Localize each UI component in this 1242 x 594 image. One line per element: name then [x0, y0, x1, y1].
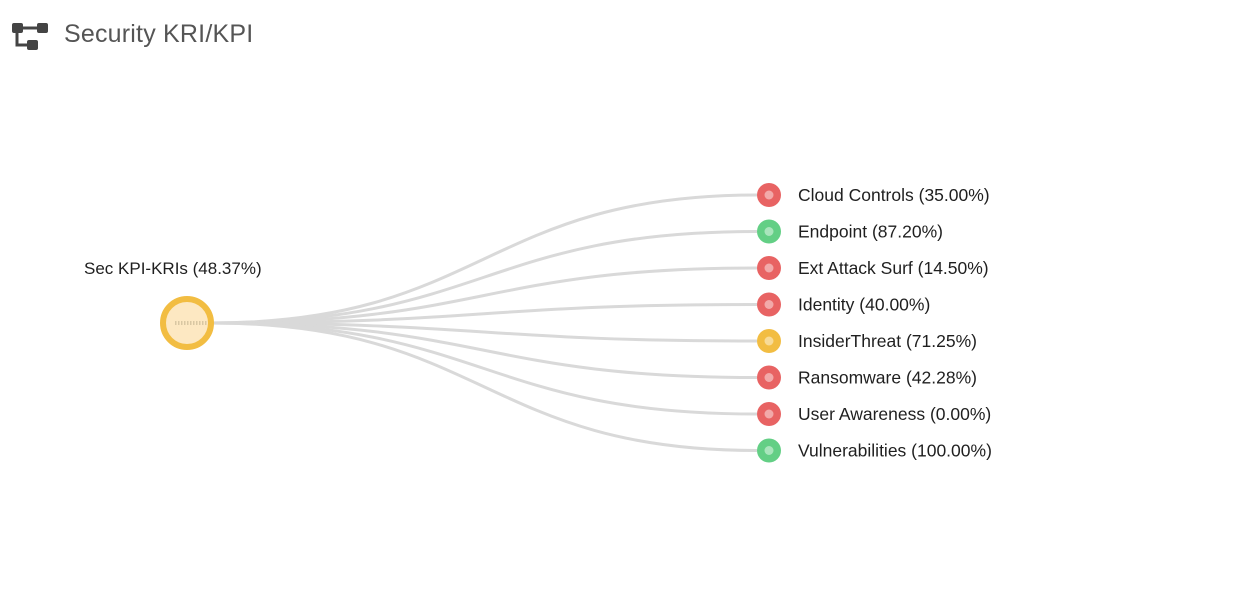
leaf-node-label: Ext Attack Surf (14.50%) [798, 258, 989, 278]
leaf-node-circle[interactable] [757, 256, 781, 280]
leaf-node-label: InsiderThreat (71.25%) [798, 331, 977, 351]
tree-link [210, 266, 758, 325]
leaf-node-dot [764, 263, 774, 273]
tree-link [210, 230, 758, 325]
root-node[interactable]: Sec KPI-KRIs (48.37%) [84, 259, 262, 350]
tree-link [210, 321, 758, 452]
leaf-node-dot [764, 227, 774, 236]
leaf-node-label: User Awareness (0.00%) [798, 404, 991, 424]
leaf-node-circle[interactable] [757, 329, 781, 353]
links-layer [210, 193, 758, 452]
page-title: Security KRI/KPI [64, 19, 254, 48]
leaf-node[interactable]: User Awareness (0.00%) [757, 402, 991, 426]
leaf-node[interactable]: Ext Attack Surf (14.50%) [757, 256, 989, 280]
leaf-node-dot [764, 446, 774, 455]
leaf-node-label: Ransomware (42.28%) [798, 368, 977, 388]
leaf-node-circle[interactable] [757, 219, 781, 244]
tree-link [210, 321, 758, 379]
leaf-node-label: Identity (40.00%) [798, 295, 930, 315]
leaf-node[interactable]: Identity (40.00%) [757, 292, 930, 317]
root-node-label: Sec KPI-KRIs (48.37%) [84, 259, 262, 278]
leaf-node-circle[interactable] [757, 438, 781, 463]
tree-link [210, 321, 758, 343]
leaf-node-label: Vulnerabilities (100.00%) [798, 441, 992, 461]
leaf-node-dot [764, 373, 774, 382]
leaf-node-circle[interactable] [757, 402, 781, 426]
leaf-node[interactable]: Ransomware (42.28%) [757, 365, 977, 390]
leaf-node-circle[interactable] [757, 292, 781, 317]
leaf-node-dot [764, 190, 774, 200]
tree-link [210, 193, 758, 325]
leaf-node[interactable]: Endpoint (87.20%) [757, 219, 943, 244]
leaf-node-label: Endpoint (87.20%) [798, 222, 943, 242]
header: Security KRI/KPI [10, 14, 253, 54]
hierarchy-icon [12, 23, 48, 50]
leaf-node-label: Cloud Controls (35.00%) [798, 185, 990, 205]
leaf-node[interactable]: InsiderThreat (71.25%) [757, 329, 977, 353]
tree-link [210, 303, 758, 325]
leaf-node[interactable]: Cloud Controls (35.00%) [757, 183, 990, 207]
leaf-node-circle[interactable] [757, 183, 781, 207]
leaves-layer: Cloud Controls (35.00%) Endpoint (87.20%)… [757, 183, 992, 463]
leaf-node-circle[interactable] [757, 365, 781, 390]
leaf-node-dot [764, 300, 774, 309]
leaf-node-dot [764, 336, 774, 346]
leaf-node[interactable]: Vulnerabilities (100.00%) [757, 438, 992, 463]
leaf-node-dot [764, 409, 774, 419]
tree-link [210, 321, 758, 416]
